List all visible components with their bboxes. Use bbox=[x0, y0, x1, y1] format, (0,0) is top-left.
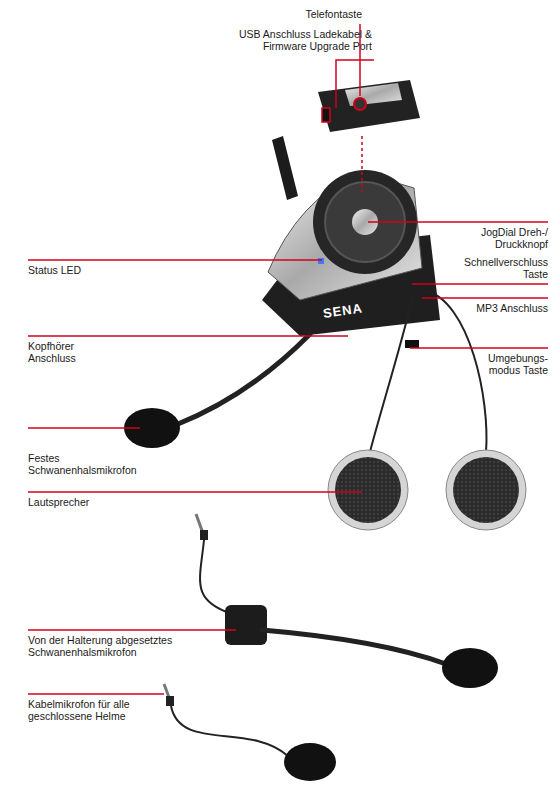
part-label: Umgebungs- modus Taste bbox=[472, 352, 548, 376]
top-module bbox=[318, 80, 420, 132]
part-label: Von der Halterung abgesetztes Schwanenha… bbox=[28, 634, 193, 658]
main-unit bbox=[262, 170, 440, 348]
part-label: Kopfhörer Anschluss bbox=[28, 340, 98, 364]
part-label: Festes Schwanenhalsmikrofon bbox=[28, 452, 150, 476]
speaker-wire bbox=[424, 290, 486, 452]
part-label: Status LED bbox=[28, 264, 148, 276]
speaker bbox=[328, 450, 408, 530]
boom-arm bbox=[178, 334, 310, 424]
part-label: Lautsprecher bbox=[28, 496, 148, 508]
part-label: Telefontaste bbox=[282, 8, 362, 20]
detached-boom-mic bbox=[196, 514, 498, 688]
speaker-wire bbox=[370, 292, 414, 452]
part-label: USB Anschluss Ladekabel & Firmware Upgra… bbox=[232, 28, 372, 52]
part-label: Kabelmikrofon für alle geschlossene Helm… bbox=[28, 698, 150, 722]
part-label: MP3 Anschluss bbox=[448, 302, 548, 314]
wired-mic bbox=[164, 684, 336, 781]
part-label: Schnellverschluss Taste bbox=[452, 256, 548, 280]
antenna bbox=[272, 136, 298, 200]
leader-lines bbox=[28, 24, 548, 694]
part-label: JogDial Dreh-/ Druckknopf bbox=[458, 226, 548, 250]
speaker bbox=[446, 450, 526, 530]
